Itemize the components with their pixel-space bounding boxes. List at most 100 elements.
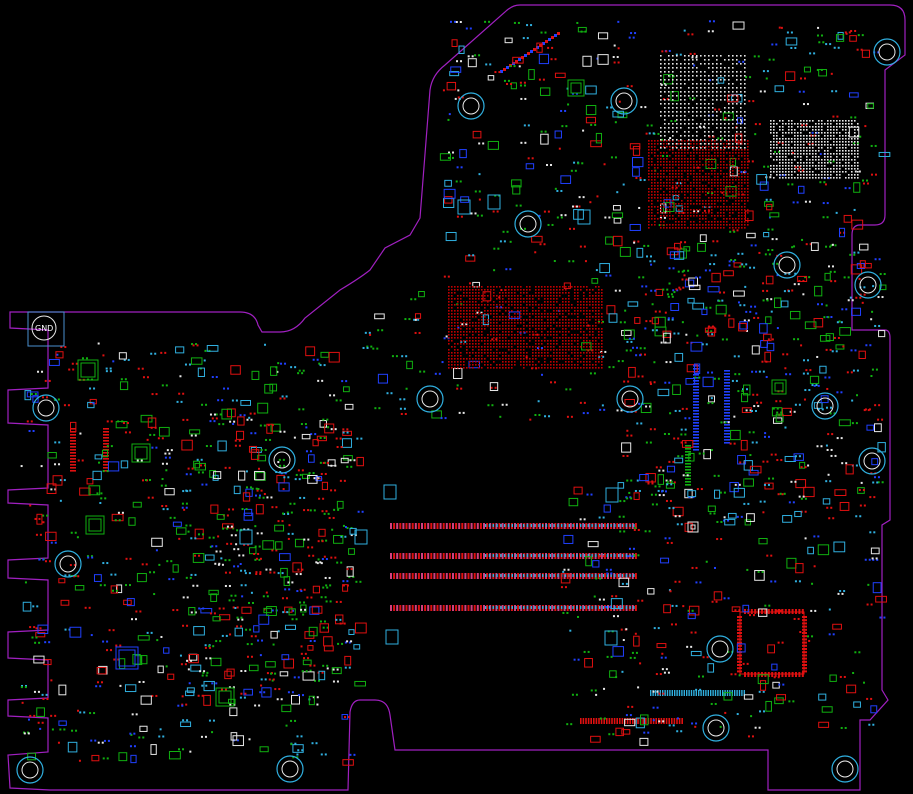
connector-pin [724, 403, 730, 405]
cpu-bga-ball [472, 361, 474, 363]
chipset-bga-ball [654, 140, 656, 142]
dimm-pin-alt [549, 554, 551, 557]
via-pad [277, 362, 280, 365]
cpu-bga-ball [565, 289, 567, 291]
via-pad [265, 591, 268, 594]
smd-pad [523, 81, 526, 84]
cpu-bga-ball [469, 298, 471, 300]
component-outline [257, 402, 269, 414]
smd-pad [63, 404, 66, 407]
cpu-bga-ball [535, 337, 537, 339]
cpu-bga-ball [520, 331, 522, 333]
cpu-bga-ball [487, 343, 489, 345]
cpu-bga-ball [538, 316, 540, 318]
smd-pad [691, 56, 694, 59]
chipset-bga-ball [651, 194, 653, 196]
cpu-bga-ball [562, 304, 564, 306]
component-outline [377, 373, 388, 384]
cpu-bga-ball [451, 304, 453, 306]
qfp-pin [737, 616, 742, 618]
smd-pad [673, 437, 676, 440]
cpu-bga-ball [475, 301, 477, 303]
cpu-bga-ball [559, 307, 561, 309]
cpu-bga-ball [595, 286, 597, 288]
dimm-pin [514, 605, 516, 611]
smd-pad [89, 712, 92, 715]
smd-pad [299, 473, 302, 476]
smd-pad [862, 179, 865, 182]
dimm-pin-alt [572, 574, 574, 577]
component-outline [595, 132, 603, 144]
smd-pad [204, 646, 207, 649]
dimm-pin [529, 553, 532, 559]
dimm-pin-alt [492, 554, 494, 557]
smd-pad [866, 182, 869, 185]
via-pad [661, 138, 664, 141]
smd-pad [303, 601, 306, 604]
cpu-bga-ball [580, 328, 582, 330]
smd-pad [222, 423, 225, 426]
dimm-pin-alt [534, 524, 536, 527]
fpc-pin [582, 718, 585, 724]
cpu-bga-ball [574, 367, 576, 369]
smd-pad [356, 437, 359, 440]
smd-pad [189, 576, 192, 579]
dimm-pin [467, 605, 470, 611]
smd-pad [583, 401, 586, 404]
dimm-pin [476, 553, 479, 559]
smd-pad [457, 96, 460, 99]
cpu-bga-ball [475, 361, 477, 363]
smd-pad [219, 550, 222, 553]
qfp-pin [788, 609, 791, 614]
chipset-bga-ball [651, 161, 653, 163]
smd-pad [44, 379, 47, 382]
smd-pad [851, 422, 854, 425]
smd-pad [37, 690, 40, 693]
dimm-pin-alt [610, 524, 612, 527]
smd-pad [839, 590, 842, 593]
smd-pad [680, 433, 683, 436]
smd-pad [864, 558, 867, 561]
via-pad [77, 709, 80, 712]
smd-pad [771, 43, 774, 46]
cpu-bga-ball [520, 352, 522, 354]
smd-pad [283, 430, 286, 433]
smd-pad [822, 202, 825, 205]
smd-pad [209, 420, 212, 423]
smd-pad [245, 486, 248, 489]
cpu-bga-ball [565, 340, 567, 342]
smd-pad [808, 200, 811, 203]
connector-pin [70, 470, 76, 472]
cpu-bga-ball [526, 364, 528, 366]
cpu-bga-ball [535, 313, 537, 315]
component-outline [610, 598, 623, 610]
connector-pin [103, 428, 109, 430]
smd-pad [300, 608, 303, 611]
qfp-pin [764, 609, 767, 614]
smd-pad [335, 618, 338, 621]
cpu-bga-ball [547, 319, 549, 321]
smd-pad [670, 120, 673, 123]
dimm-pin-alt [599, 524, 601, 527]
smd-pad [730, 259, 733, 262]
cpu-bga-ball [505, 301, 507, 303]
smd-pad [786, 31, 789, 34]
via-pad [770, 310, 773, 313]
cpu-bga-ball [601, 352, 603, 354]
dimm-pin-alt [561, 554, 563, 557]
smd-pad [705, 343, 708, 346]
fpc-pin-alt [666, 690, 669, 696]
cpu-bga-ball [589, 340, 591, 342]
chipset-bga-ball [663, 221, 665, 223]
cpu-bga-ball [457, 352, 459, 354]
component-outline [858, 350, 866, 360]
cpu-bga-ball [529, 346, 531, 348]
cpu-bga-ball [577, 307, 579, 309]
smd-pad [211, 376, 214, 379]
smd-pad [863, 293, 866, 296]
cpu-bga-ball [481, 304, 483, 306]
component-outline [531, 235, 543, 243]
cpu-bga-ball [517, 328, 519, 330]
chipset-bga-ball [654, 143, 656, 145]
smd-pad [753, 266, 756, 269]
